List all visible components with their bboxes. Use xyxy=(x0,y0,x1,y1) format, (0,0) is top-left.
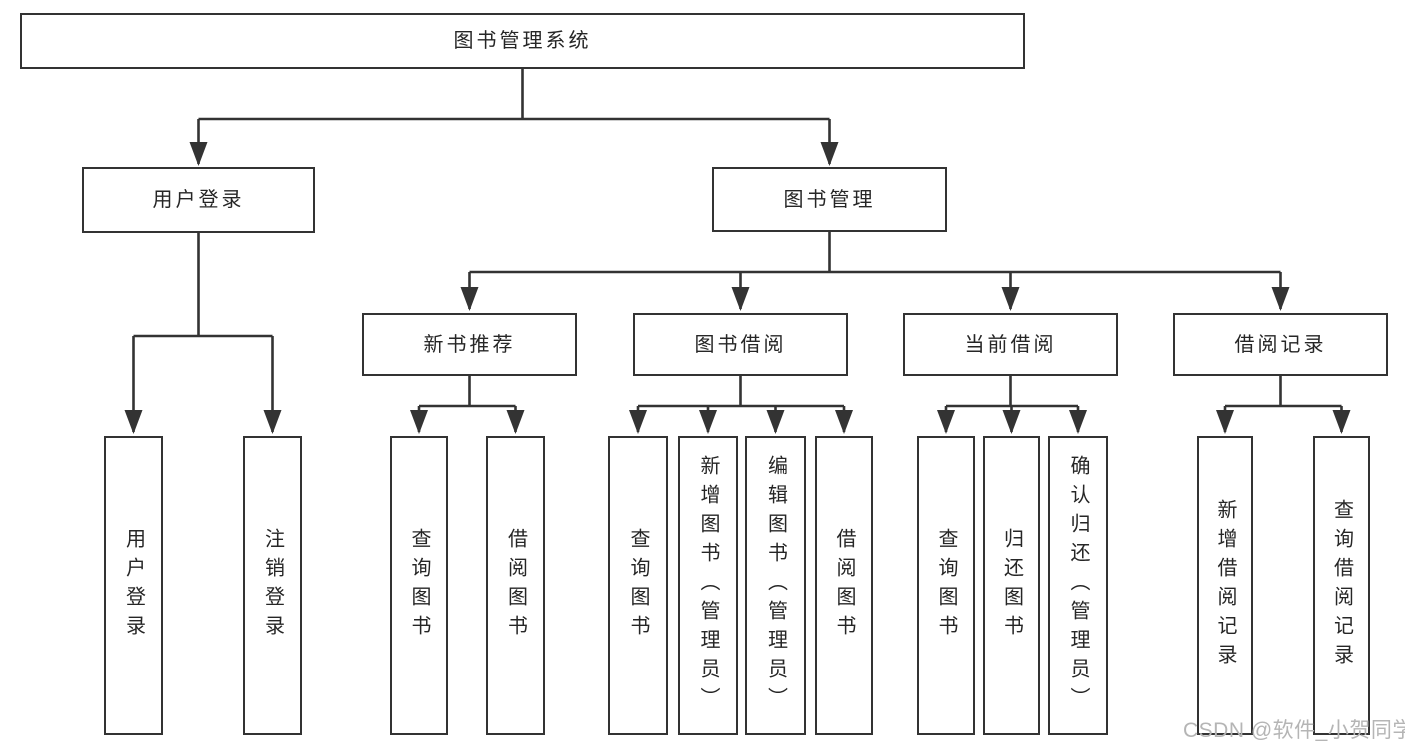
csdn-watermark: CSDN @软件_小贺同学 xyxy=(1183,719,1405,742)
leaf-query-books-current: 查询图书 xyxy=(917,436,975,735)
node-user-login-label: 用户登录 xyxy=(152,189,245,211)
leaf-query-borrow-record-label: 查询借阅记录 xyxy=(1330,498,1353,673)
leaf-borrow-books-borrowing-label: 借阅图书 xyxy=(833,527,855,644)
node-borrowing-records: 借阅记录 xyxy=(1173,313,1388,376)
node-new-book-recommend-label: 新书推荐 xyxy=(423,333,516,356)
node-book-borrowing: 图书借阅 xyxy=(633,313,848,376)
node-user-login: 用户登录 xyxy=(82,167,315,233)
leaf-add-borrow-record: 新增借阅记录 xyxy=(1197,436,1253,735)
leaf-add-book-admin-label: 新增图书（管理员） xyxy=(697,455,719,716)
leaf-return-book-label: 归还图书 xyxy=(1000,527,1023,644)
leaf-query-books-borrowing: 查询图书 xyxy=(608,436,668,735)
leaf-logout: 注销登录 xyxy=(243,436,302,735)
node-book-borrowing-label: 图书借阅 xyxy=(694,333,787,356)
leaf-edit-book-admin: 编辑图书（管理员） xyxy=(745,436,806,735)
node-new-book-recommend: 新书推荐 xyxy=(362,313,577,376)
leaf-borrow-books-recommend-label: 借阅图书 xyxy=(504,527,527,644)
leaf-query-books-borrowing-label: 查询图书 xyxy=(627,527,649,644)
leaf-query-borrow-record: 查询借阅记录 xyxy=(1313,436,1370,735)
leaf-add-borrow-record-label: 新增借阅记录 xyxy=(1214,498,1236,673)
node-book-management: 图书管理 xyxy=(712,167,947,232)
leaf-user-login: 用户登录 xyxy=(104,436,163,735)
node-current-borrowing: 当前借阅 xyxy=(903,313,1118,376)
leaf-confirm-return-admin: 确认归还（管理员） xyxy=(1048,436,1108,735)
node-book-management-label: 图书管理 xyxy=(783,188,876,211)
leaf-query-books-recommend-label: 查询图书 xyxy=(408,527,430,644)
leaf-query-books-recommend: 查询图书 xyxy=(390,436,448,735)
node-root-label: 图书管理系统 xyxy=(453,30,592,52)
leaf-query-books-current-label: 查询图书 xyxy=(935,527,957,644)
leaf-edit-book-admin-label: 编辑图书（管理员） xyxy=(764,455,787,716)
leaf-borrow-books-recommend: 借阅图书 xyxy=(486,436,545,735)
leaf-borrow-books-borrowing: 借阅图书 xyxy=(815,436,873,735)
branch-rails xyxy=(133,69,1342,408)
node-borrowing-records-label: 借阅记录 xyxy=(1234,333,1327,356)
leaf-confirm-return-admin-label: 确认归还（管理员） xyxy=(1067,455,1089,716)
leaf-logout-label: 注销登录 xyxy=(261,527,284,644)
node-root: 图书管理系统 xyxy=(20,13,1025,69)
node-current-borrowing-label: 当前借阅 xyxy=(964,333,1057,356)
leaf-user-login-label: 用户登录 xyxy=(122,527,145,644)
leaf-add-book-admin: 新增图书（管理员） xyxy=(678,436,738,735)
leaf-return-book: 归还图书 xyxy=(983,436,1040,735)
